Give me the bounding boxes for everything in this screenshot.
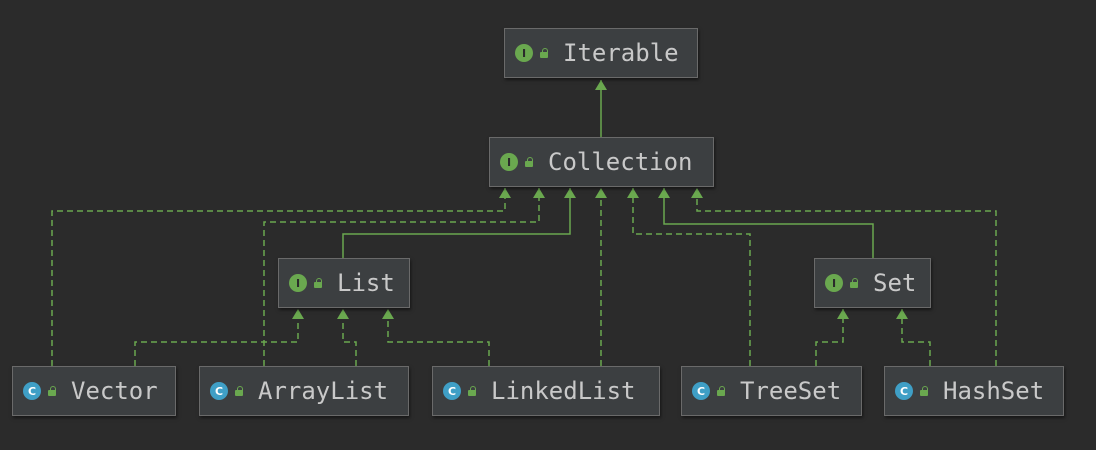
- interface-icon: I: [825, 274, 843, 292]
- node-label: Vector: [71, 377, 158, 405]
- arrowhead-icon: [382, 309, 394, 319]
- edge-treeset-to-collection: [627, 188, 751, 366]
- edge-linkedlist-to-list: [382, 309, 490, 366]
- edge-vector-to-list: [134, 309, 304, 366]
- arrowhead-icon: [595, 80, 607, 90]
- node-label: List: [337, 269, 395, 297]
- node-vector[interactable]: C Vector: [12, 366, 176, 416]
- node-arraylist[interactable]: C ArrayList: [199, 366, 409, 416]
- node-list[interactable]: I List: [278, 258, 410, 308]
- node-label: Collection: [548, 148, 693, 176]
- arrowhead-icon: [837, 309, 849, 319]
- class-icon: C: [23, 382, 41, 400]
- lock-icon: [47, 386, 57, 396]
- interface-icon: I: [289, 274, 307, 292]
- lock-icon: [234, 386, 244, 396]
- node-label: ArrayList: [258, 377, 389, 405]
- edge-linkedlist-to-collection: [595, 188, 607, 366]
- lock-icon: [539, 48, 549, 58]
- class-icon: C: [692, 382, 710, 400]
- node-label: TreeSet: [740, 377, 842, 405]
- node-label: Set: [873, 269, 917, 297]
- interface-icon: I: [515, 44, 533, 62]
- node-iterable[interactable]: I Iterable: [504, 28, 698, 78]
- edge-treeset-to-set: [815, 309, 849, 366]
- edge-vector-to-collection: [51, 188, 511, 366]
- arrowhead-icon: [499, 188, 511, 198]
- arrowhead-icon: [691, 188, 703, 198]
- edge-hashset-to-set: [896, 309, 931, 366]
- arrowhead-icon: [658, 188, 670, 198]
- node-label: Iterable: [563, 39, 679, 67]
- node-treeset[interactable]: C TreeSet: [681, 366, 862, 416]
- node-collection[interactable]: I Collection: [489, 137, 714, 187]
- lock-icon: [313, 278, 323, 288]
- edge-arraylist-to-list: [337, 309, 357, 366]
- class-icon: C: [210, 382, 228, 400]
- edge-set-to-collection: [658, 188, 874, 258]
- arrowhead-icon: [896, 309, 908, 319]
- arrowhead-icon: [595, 188, 607, 198]
- edge-list-to-collection: [342, 188, 576, 258]
- edge-arraylist-to-collection: [263, 188, 545, 366]
- lock-icon: [716, 386, 726, 396]
- interface-icon: I: [500, 153, 518, 171]
- lock-icon: [524, 157, 534, 167]
- lock-icon: [467, 386, 477, 396]
- edge-collection-to-iterable: [595, 80, 607, 137]
- node-set[interactable]: I Set: [814, 258, 931, 308]
- class-icon: C: [443, 382, 461, 400]
- lock-icon: [919, 386, 929, 396]
- arrowhead-icon: [292, 309, 304, 319]
- arrowhead-icon: [337, 309, 349, 319]
- edge-hashset-to-collection: [691, 188, 997, 366]
- node-label: HashSet: [943, 377, 1045, 405]
- node-hashset[interactable]: C HashSet: [884, 366, 1064, 416]
- node-linkedlist[interactable]: C LinkedList: [432, 366, 660, 416]
- class-icon: C: [895, 382, 913, 400]
- arrowhead-icon: [533, 188, 545, 198]
- arrowhead-icon: [627, 188, 639, 198]
- lock-icon: [849, 278, 859, 288]
- node-label: LinkedList: [491, 377, 636, 405]
- arrowhead-icon: [564, 188, 576, 198]
